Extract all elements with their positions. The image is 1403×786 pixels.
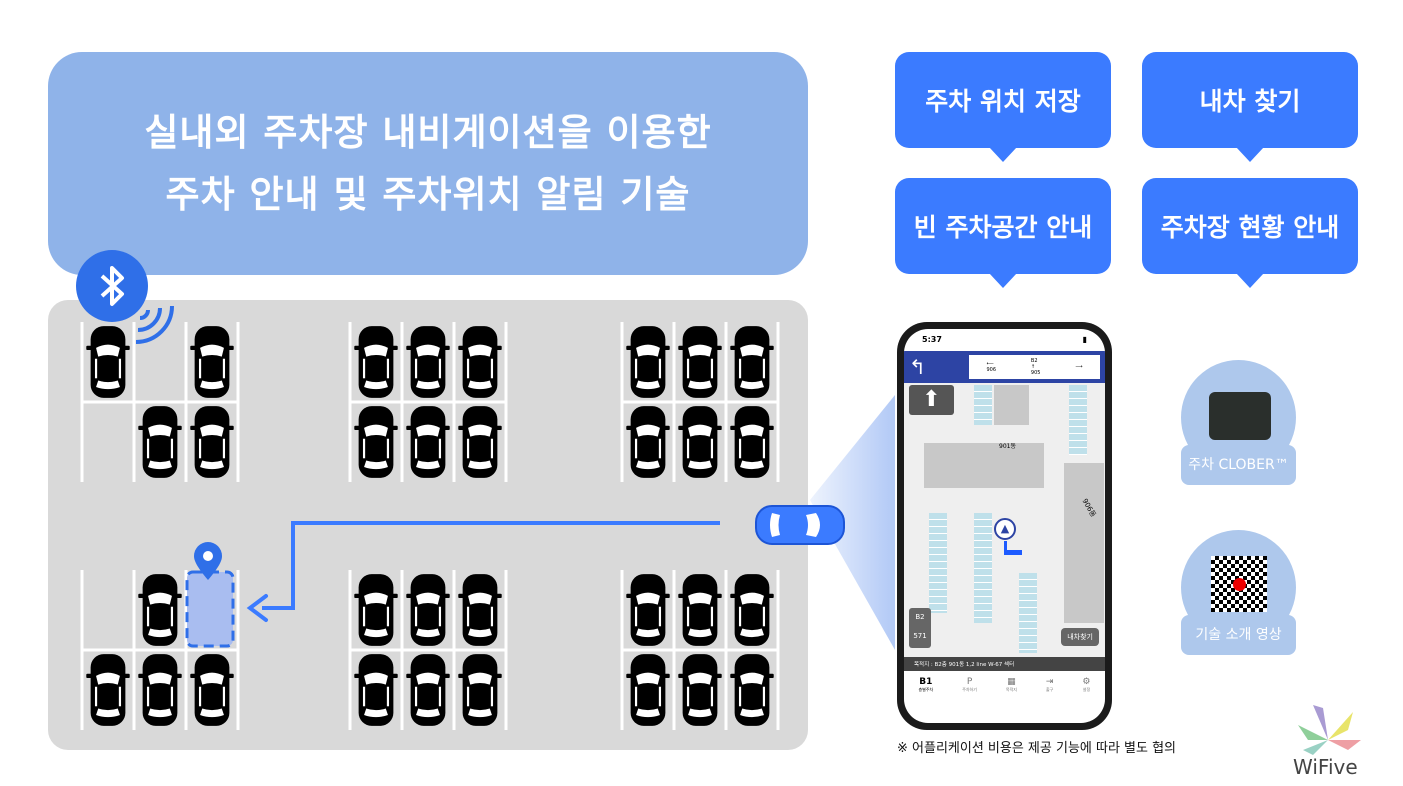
parked-car-icon bbox=[678, 406, 722, 478]
parked-car-icon bbox=[626, 574, 670, 646]
parked-car-icon bbox=[190, 326, 234, 398]
parked-car-icon bbox=[458, 574, 502, 646]
parked-car-icon bbox=[458, 406, 502, 478]
parked-car-icon bbox=[406, 326, 450, 398]
title-box: 실내외 주차장 내비게이션을 이용한 주차 안내 및 주차위치 알림 기술 bbox=[48, 52, 808, 275]
straight-arrow-icon: ⬆ bbox=[909, 385, 954, 415]
parked-car-icon bbox=[354, 654, 398, 726]
feature-find-car: 내차 찾기 bbox=[1142, 52, 1358, 162]
device-badge: 주차 CLOBER™ bbox=[1181, 360, 1296, 485]
parked-car-icon bbox=[354, 406, 398, 478]
map-label: 901동 bbox=[999, 443, 1016, 450]
signal-beam bbox=[810, 395, 895, 650]
parked-car-icon bbox=[354, 326, 398, 398]
clober-device-image bbox=[1209, 392, 1271, 440]
parked-car-icon bbox=[406, 654, 450, 726]
parked-car-icon bbox=[678, 654, 722, 726]
video-badge[interactable]: 기술 소개 영상 bbox=[1181, 530, 1296, 655]
parked-car-icon bbox=[138, 406, 182, 478]
parked-car-icon bbox=[86, 326, 130, 398]
find-car-button[interactable]: 내차찾기 bbox=[1061, 628, 1099, 646]
parked-car-icon bbox=[138, 574, 182, 646]
title-line-2: 주차 안내 및 주차위치 알림 기술 bbox=[165, 172, 691, 216]
status-time: 5:37 bbox=[922, 335, 942, 344]
parked-car-icon bbox=[354, 574, 398, 646]
location-pin-icon bbox=[194, 542, 222, 580]
turn-left-icon: ↰ bbox=[909, 355, 926, 379]
cost-note: ※ 어플리케이션 비용은 제공 기능에 따라 별도 협의 bbox=[897, 741, 1177, 756]
parked-car-icon bbox=[678, 574, 722, 646]
direction-right: ⟶ bbox=[1075, 364, 1083, 370]
direction-left: ⟵906 bbox=[986, 361, 996, 373]
parked-car-icon bbox=[730, 654, 774, 726]
parked-car-icon bbox=[406, 574, 450, 646]
parked-car-icon bbox=[730, 406, 774, 478]
parked-car-icon bbox=[626, 406, 670, 478]
feature-save-location: 주차 위치 저장 bbox=[895, 52, 1111, 162]
current-location-icon: ▲ bbox=[994, 518, 1016, 540]
parked-car-icon bbox=[138, 654, 182, 726]
route-line bbox=[1004, 550, 1022, 555]
tab-exit[interactable]: ⇥출구 bbox=[1045, 677, 1054, 692]
parked-car-icon bbox=[626, 654, 670, 726]
feature-empty-space: 빈 주차공간 안내 bbox=[895, 178, 1111, 288]
parked-car-icon bbox=[730, 326, 774, 398]
battery-icon: ▮ bbox=[1082, 335, 1087, 344]
parked-car-icon bbox=[86, 654, 130, 726]
parked-car-icon bbox=[730, 574, 774, 646]
direction-straight: B2↑905 bbox=[1030, 358, 1041, 376]
parked-car-icon bbox=[406, 406, 450, 478]
parked-car-icon bbox=[190, 406, 234, 478]
wifive-logo: WiFive bbox=[1293, 700, 1363, 786]
wifi-signal-icon bbox=[135, 305, 174, 344]
parked-car-icon bbox=[458, 654, 502, 726]
parked-car-icon bbox=[458, 326, 502, 398]
tab-settings[interactable]: ⚙설정 bbox=[1082, 677, 1091, 692]
parked-car-icon bbox=[190, 654, 234, 726]
route-arrow-icon bbox=[246, 594, 268, 622]
destination-bar: 목적지 : B2층 901동 1,2 line W-67 섹터 bbox=[904, 657, 1105, 671]
title-line-1: 실내외 주차장 내비게이션을 이용한 bbox=[144, 110, 712, 154]
feature-lot-status: 주차장 현황 안내 bbox=[1142, 178, 1358, 288]
bluetooth-icon bbox=[76, 250, 148, 322]
tab-destination[interactable]: ▦목적지 bbox=[1005, 677, 1017, 692]
parked-car-icon bbox=[678, 326, 722, 398]
parked-car-icon bbox=[626, 326, 670, 398]
youtube-icon bbox=[1233, 578, 1246, 591]
target-parking-slot bbox=[185, 570, 235, 648]
blue-car-icon bbox=[755, 505, 845, 545]
nav-banner: ↰ ⟵906 B2↑905 ⟶ bbox=[904, 351, 1105, 383]
route-path bbox=[262, 521, 720, 610]
